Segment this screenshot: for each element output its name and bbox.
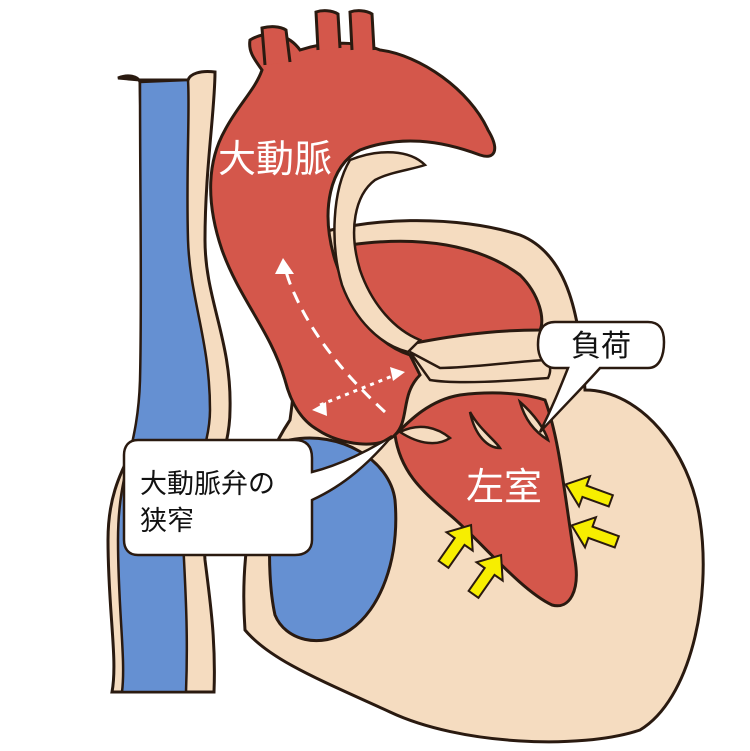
callout-stenosis: 大動脈弁の 狭窄 bbox=[122, 434, 393, 557]
flow-arrow-cross-head-right bbox=[390, 367, 405, 381]
callout-load: 負荷 bbox=[536, 320, 666, 433]
aorta-label: 大動脈 bbox=[218, 137, 332, 181]
left-ventricle-label: 左室 bbox=[466, 465, 542, 509]
yellow-arrow-icon bbox=[570, 515, 621, 550]
flow-arrows bbox=[275, 258, 405, 416]
load-label: 負荷 bbox=[571, 329, 631, 364]
flow-arrow-cross bbox=[319, 373, 396, 407]
yellow-arrow-icon bbox=[437, 523, 474, 570]
aorta bbox=[209, 9, 497, 446]
yellow-arrow-icon bbox=[564, 474, 615, 509]
flow-arrow-cross-head-left bbox=[312, 402, 327, 416]
yellow-arrow-icon bbox=[467, 553, 504, 600]
left-ventricle-cavity bbox=[393, 391, 578, 608]
pressure-arrows bbox=[437, 474, 621, 600]
flow-arrow-up bbox=[283, 267, 387, 414]
stenosis-label-line1: 大動脈弁の bbox=[140, 469, 275, 500]
stenosis-label-line2: 狭窄 bbox=[140, 506, 194, 537]
flow-arrow-up-head bbox=[275, 258, 294, 274]
